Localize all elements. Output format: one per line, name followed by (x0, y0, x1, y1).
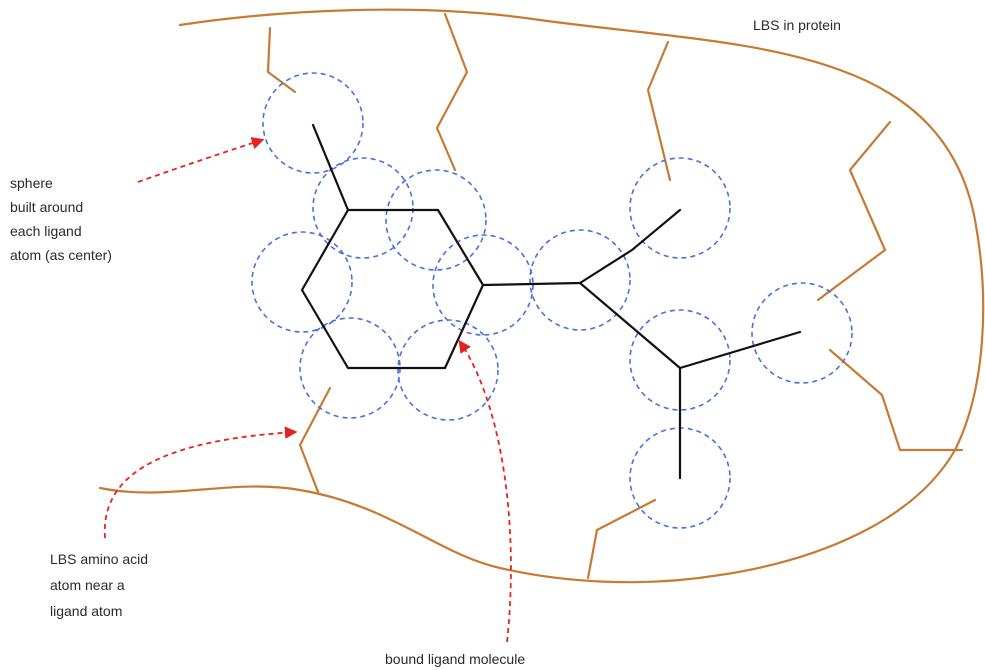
atom-sphere (751, 282, 853, 384)
side-chain (816, 120, 892, 302)
protein-boundary (98, 8, 985, 584)
ligand-bond (481, 281, 582, 287)
atom-sphere (629, 309, 731, 411)
side-chain (586, 498, 657, 580)
atom-sphere (262, 72, 364, 174)
atom-sphere (251, 231, 353, 333)
sphere-label-line: atom (as center) (10, 247, 112, 263)
sphere-label-line: each ligand (10, 223, 82, 239)
sphere-arrow (137, 137, 265, 183)
labels: LBS in protein sphere built around each … (10, 17, 841, 667)
sphere-label-line: sphere (10, 175, 53, 191)
amino-acid-label-line: LBS amino acid (50, 551, 148, 567)
sphere-label-line: built around (10, 199, 83, 215)
amino-acid-label-line: atom near a (50, 577, 125, 593)
ligand-arrow (458, 339, 512, 643)
atom-sphere (629, 157, 731, 259)
ligand-bond (311, 123, 350, 212)
amino-acid-arrow (103, 426, 298, 539)
atom-sphere (397, 319, 499, 421)
ligand-bond (578, 281, 682, 370)
amino-acid-label-line: ligand atom (50, 603, 122, 619)
side-chain (435, 12, 469, 172)
side-chain (828, 348, 964, 452)
atom-sphere (385, 169, 487, 271)
protein-pocket (98, 8, 985, 584)
ligand-ring (300, 208, 485, 370)
bound-ligand-label: bound ligand molecule (385, 651, 525, 667)
ligand-bond (678, 330, 802, 370)
lbs-in-protein-label: LBS in protein (753, 17, 841, 33)
side-chain (266, 26, 297, 94)
atom-sphere (312, 157, 414, 259)
atom-spheres (251, 72, 853, 529)
atom-sphere (529, 229, 631, 331)
ligand-molecule (300, 123, 802, 480)
ligand-bond (578, 208, 682, 285)
side-chain (646, 40, 672, 182)
pointer-arrows (103, 137, 512, 643)
